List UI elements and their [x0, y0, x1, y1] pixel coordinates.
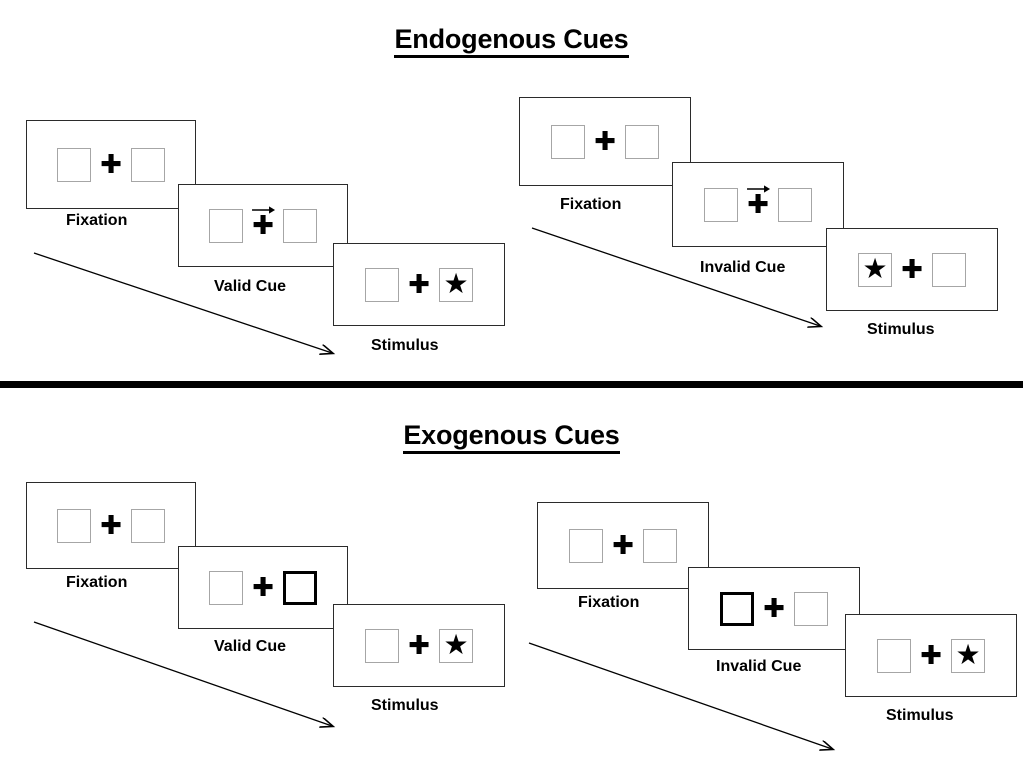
stimulus-box-right	[131, 147, 165, 182]
flow-arrow-endogenous-invalid	[531, 227, 838, 337]
fixation-cross-group: ✚	[754, 589, 794, 629]
trial-frame-endogenous-invalid-fixation: ✚	[519, 97, 691, 186]
fixation-cross-icon: ✚	[594, 126, 616, 157]
section-title-exogenous-text: Exogenous Cues	[403, 420, 620, 454]
stimulus-box-left	[704, 187, 738, 222]
trial-frame-endogenous-invalid-stimulus: ★ ✚	[826, 228, 998, 311]
star-icon: ★	[862, 252, 888, 284]
section-divider	[0, 381, 1023, 388]
trial-frame-exogenous-valid-stimulus: ✚ ★	[333, 604, 505, 687]
trial-frame-endogenous-invalid-cue: ✚	[672, 162, 844, 247]
frame-label-fixation: Fixation	[66, 574, 128, 591]
star-icon: ★	[443, 267, 469, 299]
stimulus-box-left	[551, 124, 585, 159]
section-title-endogenous: Endogenous Cues	[0, 24, 1023, 58]
frame-label-stimulus: Stimulus	[867, 321, 935, 338]
trial-frame-exogenous-invalid-stimulus: ✚ ★	[845, 614, 1017, 697]
frame-label-stimulus: Stimulus	[371, 697, 439, 714]
stimulus-box-left	[877, 638, 911, 673]
fixation-cross-group: ✚	[243, 205, 283, 246]
stimulus-box-right	[625, 124, 659, 159]
star-icon: ★	[443, 628, 469, 660]
flow-arrow-exogenous-invalid	[528, 642, 850, 762]
frame-label-invalid-cue: Invalid Cue	[700, 259, 786, 276]
stimulus-box-left: ★	[858, 252, 892, 287]
section-title-endogenous-text: Endogenous Cues	[394, 24, 629, 58]
trial-frame-endogenous-valid-stimulus: ✚ ★	[333, 243, 505, 326]
fixation-cross-group: ✚	[399, 265, 439, 305]
fixation-cross-group: ✚	[585, 122, 625, 162]
stimulus-box-right	[283, 208, 317, 243]
stimulus-box-right	[643, 528, 677, 563]
fixation-cross-group: ✚	[738, 184, 778, 225]
stimulus-box-right	[131, 508, 165, 543]
stimulus-box-left	[57, 147, 91, 182]
fixation-cross-icon: ✚	[100, 510, 122, 541]
frame-label-invalid-cue: Invalid Cue	[716, 658, 802, 675]
frame-label-valid-cue: Valid Cue	[214, 638, 287, 655]
stimulus-box-left	[209, 208, 243, 243]
fixation-cross-icon: ✚	[408, 630, 430, 661]
trial-frame-exogenous-invalid-cue: ✚	[688, 567, 860, 650]
stimulus-box-right	[778, 187, 812, 222]
stimulus-box-right: ★	[439, 267, 473, 302]
flow-arrow-endogenous-valid	[33, 252, 350, 365]
stimulus-box-left	[569, 528, 603, 563]
trial-frame-exogenous-invalid-fixation: ✚	[537, 502, 709, 589]
stimulus-box-left	[365, 267, 399, 302]
stimulus-box-left	[57, 508, 91, 543]
stimulus-box-right-cued	[283, 570, 317, 605]
fixation-cross-icon: ✚	[252, 572, 274, 603]
fixation-cross-group: ✚	[243, 568, 283, 608]
stimulus-box-right	[932, 252, 966, 287]
fixation-cross-group: ✚	[91, 145, 131, 185]
frame-label-stimulus: Stimulus	[371, 337, 439, 354]
star-icon: ★	[955, 638, 981, 670]
fixation-cross-icon: ✚	[100, 149, 122, 180]
fixation-cross-group: ✚	[91, 506, 131, 546]
fixation-cross-icon: ✚	[763, 593, 785, 624]
section-exogenous-cues: Exogenous Cues ✚	[0, 394, 1023, 767]
frame-label-fixation: Fixation	[66, 212, 128, 229]
fixation-cross-group: ✚	[911, 636, 951, 676]
stimulus-box-right: ★	[439, 628, 473, 663]
trial-frame-exogenous-valid-fixation: ✚	[26, 482, 196, 569]
section-endogenous-cues: Endogenous Cues ✚	[0, 24, 1023, 385]
stimulus-box-left	[209, 570, 243, 605]
section-title-exogenous: Exogenous Cues	[0, 420, 1023, 454]
fixation-cross-group: ✚	[399, 626, 439, 666]
fixation-cross-group: ✚	[603, 526, 643, 566]
fixation-cross-icon: ✚	[408, 269, 430, 300]
trial-frame-endogenous-valid-cue: ✚	[178, 184, 348, 267]
fixation-cross-icon: ✚	[920, 640, 942, 671]
stimulus-box-left-cued	[720, 591, 754, 626]
fixation-cross-icon: ✚	[612, 530, 634, 561]
trial-frame-exogenous-valid-cue: ✚	[178, 546, 348, 629]
trial-frame-endogenous-valid-fixation: ✚	[26, 120, 196, 209]
stimulus-box-left	[365, 628, 399, 663]
fixation-cross-icon: ✚	[901, 254, 923, 285]
stimulus-box-right: ★	[951, 638, 985, 673]
stimulus-box-right	[794, 591, 828, 626]
fixation-cross-group: ✚	[892, 250, 932, 290]
frame-label-valid-cue: Valid Cue	[214, 278, 287, 295]
frame-label-fixation: Fixation	[578, 594, 640, 611]
fixation-cross-icon: ✚	[252, 210, 274, 241]
frame-label-fixation: Fixation	[560, 196, 622, 213]
frame-label-stimulus: Stimulus	[886, 707, 954, 724]
flow-arrow-exogenous-valid	[33, 621, 350, 738]
fixation-cross-icon: ✚	[747, 189, 769, 220]
